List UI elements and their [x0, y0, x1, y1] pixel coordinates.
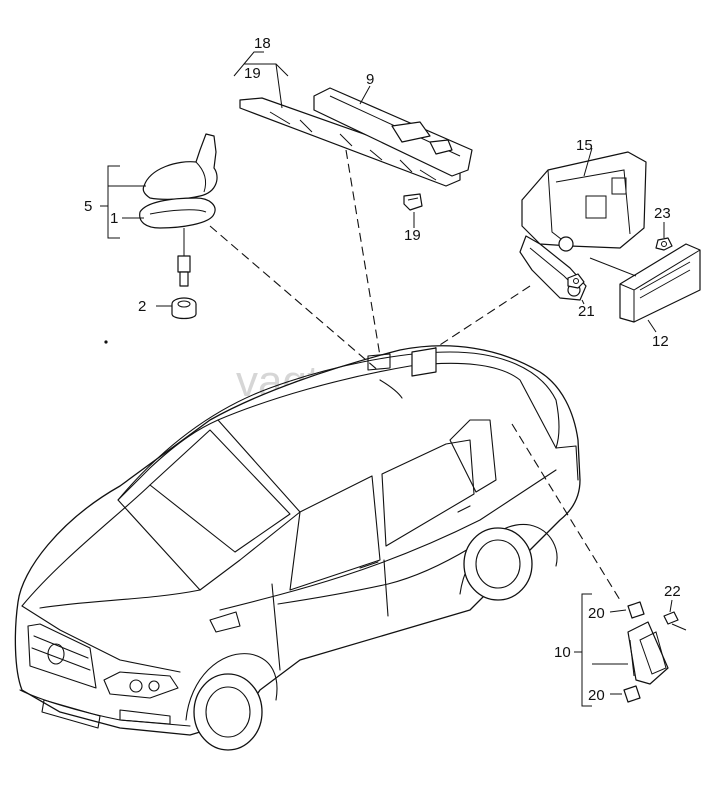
- clip-icon: [403, 193, 423, 211]
- strip-leader-line: [345, 149, 381, 357]
- callout-10: 10: [554, 644, 571, 661]
- module-leader-line: [511, 423, 621, 601]
- callout-18: 18: [254, 35, 271, 52]
- rear-wheel: [463, 527, 533, 601]
- control-unit-icon: [619, 243, 701, 323]
- callout-19-clip: 19: [404, 227, 421, 244]
- trim-strip-icon: [239, 97, 461, 187]
- callout-2: 2: [138, 298, 146, 315]
- bracket-18-brace: [233, 63, 289, 77]
- callout-1: 1: [110, 210, 118, 227]
- callout-12-leader: [647, 319, 657, 333]
- callout-22: 22: [664, 583, 681, 600]
- antenna-leader-line: [209, 225, 381, 373]
- callout-9-leader: [359, 85, 371, 105]
- antenna-module-icon: [627, 621, 669, 685]
- callout-20-top-leader: [609, 609, 627, 613]
- callout-21-leader: [581, 299, 585, 305]
- callout-21: 21: [578, 303, 595, 320]
- unit-connection-leader: [589, 257, 637, 277]
- front-wheel: [193, 673, 263, 751]
- roof-bracket-icon: [313, 87, 473, 177]
- callout-12: 12: [652, 333, 669, 350]
- callout-19-leader: [275, 63, 283, 109]
- plate-icon: [411, 347, 437, 377]
- callout-15-leader: [583, 147, 593, 177]
- mounting-bracket-icon: [519, 151, 647, 301]
- callout-18-leader: [243, 51, 264, 65]
- brand-emblem: [47, 643, 65, 665]
- callout-23: 23: [654, 205, 671, 222]
- antenna-base-icon: [139, 197, 216, 229]
- callout-9: 9: [366, 71, 374, 88]
- callout-15: 15: [576, 137, 593, 154]
- callout-22-leader: [669, 599, 673, 613]
- nut-21-icon: [567, 273, 585, 289]
- dot-mark: [104, 340, 108, 344]
- cable-connector-icon: [177, 228, 191, 287]
- bracket-leader-line: [419, 285, 531, 359]
- callout-20-top: 20: [588, 605, 605, 622]
- screw-icon: [663, 611, 687, 631]
- callout-5: 5: [84, 198, 92, 215]
- callout-20-bottom: 20: [588, 687, 605, 704]
- clip-20-top-icon: [627, 601, 645, 619]
- shark-fin-antenna-icon: [142, 133, 218, 200]
- sedan-car-icon: [14, 345, 581, 751]
- nut-23-icon: [655, 237, 673, 251]
- bracket-10-brace: [581, 593, 592, 707]
- nut-icon: [171, 297, 197, 320]
- callout-19-top: 19: [244, 65, 261, 82]
- bracket-5-brace: [107, 165, 120, 239]
- clip-20-bottom-icon: [623, 685, 641, 703]
